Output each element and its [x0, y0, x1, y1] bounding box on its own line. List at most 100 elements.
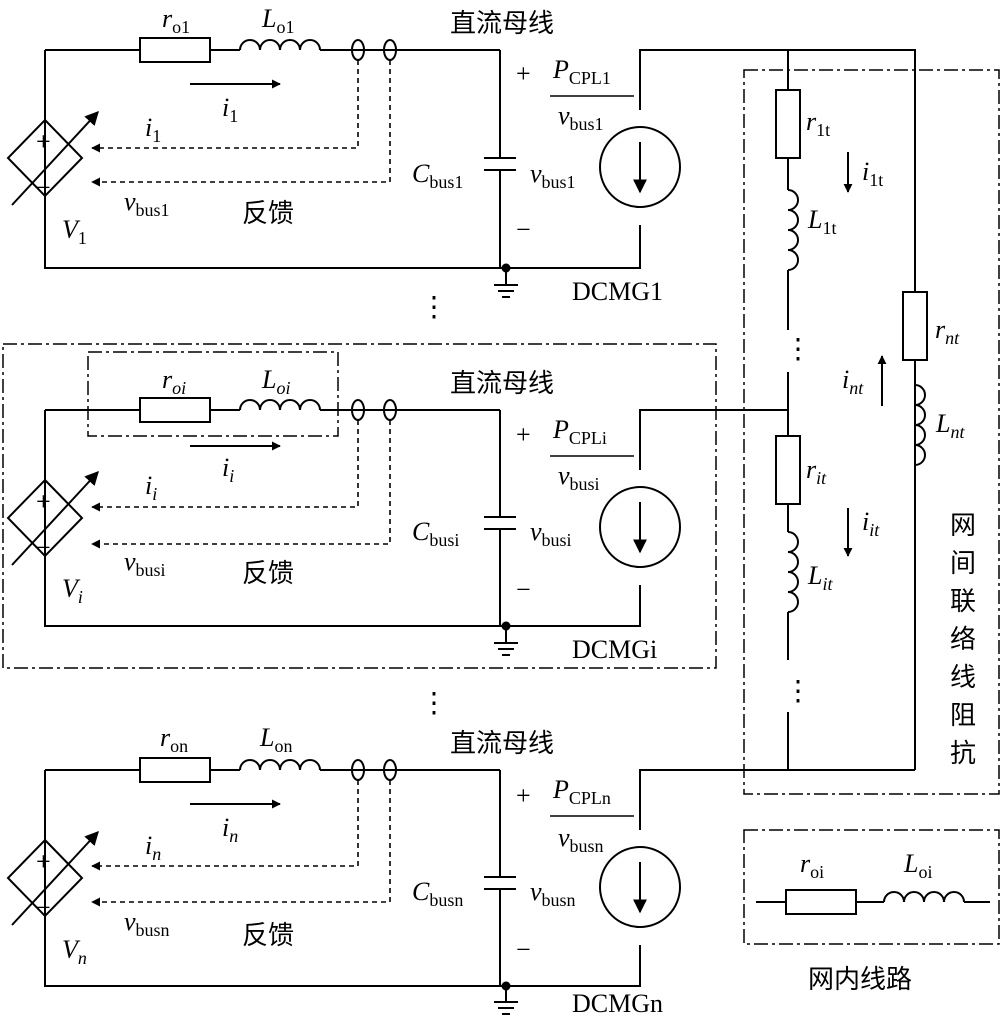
- label-ii-feedback: ii: [145, 471, 157, 504]
- controlled-source-i: [6, 478, 84, 558]
- label-Cbusi: Cbusi: [412, 517, 459, 550]
- source-resistor-i: [139, 397, 211, 423]
- cpl-source-i: [599, 486, 681, 568]
- svg-text:阻: 阻: [950, 701, 976, 731]
- dcmg1-label: DCMG1: [572, 277, 663, 306]
- feedback-label-1: 反馈: [242, 199, 294, 229]
- label-vbusi-feedback: vbusi: [124, 547, 166, 580]
- label-i1t: i1t: [862, 157, 883, 190]
- dcmgn-label: DCMGn: [572, 989, 663, 1018]
- ground-icon-i: [494, 626, 518, 656]
- label-r-o1: ro1: [162, 4, 190, 37]
- controlled-source-n: [6, 838, 84, 918]
- cpl-source-1: [599, 126, 681, 208]
- legend-label-L: Loi: [903, 849, 932, 882]
- svg-text:联: 联: [950, 587, 976, 617]
- legend-box: [743, 829, 1000, 945]
- vdots-tie-1: ⋮: [784, 334, 812, 365]
- cap-minus-i: −: [516, 575, 531, 604]
- dcmgi-label: DCMGi: [572, 635, 657, 664]
- label-vbusn-cap: vbusn: [530, 877, 576, 910]
- dcmg-1: [6, 37, 916, 768]
- label-rit: rit: [806, 455, 827, 488]
- label-i1-arrow: i1: [222, 93, 238, 126]
- label-Pcpli: PCPLi: [552, 415, 607, 448]
- source-inductor-n: [239, 759, 321, 771]
- cap-plus-i: +: [516, 420, 531, 449]
- label-vbusi-cap: vbusi: [530, 517, 572, 550]
- vdots-1: ⋮: [420, 292, 448, 323]
- label-L-oi: Loi: [261, 365, 290, 398]
- cap-minus-1: −: [516, 215, 531, 244]
- tie-line-network: [775, 49, 928, 770]
- tie-inductor-i: [787, 531, 799, 613]
- tie-line-caption: 网 间 联 络 线 阻 抗: [950, 511, 976, 769]
- label-Lnt: Lnt: [935, 409, 965, 442]
- label-in-arrow: in: [222, 813, 238, 846]
- source-minus-1: −: [36, 173, 51, 202]
- label-iit: iit: [862, 507, 880, 540]
- source-inductor-1: [239, 39, 321, 51]
- source-minus-i: −: [36, 533, 51, 562]
- ground-icon-1: [494, 268, 518, 298]
- label-r-oi: roi: [162, 365, 186, 398]
- tie-resistor-n: [902, 291, 928, 361]
- dcmg-n: [6, 757, 915, 1015]
- label-Pcpl1: PCPL1: [552, 55, 611, 88]
- label-in-feedback: in: [145, 831, 161, 864]
- svg-text:抗: 抗: [950, 739, 976, 769]
- source-resistor-1: [139, 37, 211, 63]
- dcmg-i: [6, 397, 788, 656]
- source-plus-n: +: [36, 847, 51, 876]
- legend-inductor: [883, 891, 965, 903]
- bus-title-1: 直流母线: [450, 9, 554, 39]
- label-Lit: Lit: [807, 561, 833, 594]
- cap-plus-1: +: [516, 59, 531, 88]
- controlled-source-1: [6, 118, 84, 198]
- label-V1: V1: [62, 215, 87, 248]
- label-Cbusn: Cbusn: [412, 877, 463, 910]
- svg-text:间: 间: [950, 549, 976, 579]
- vdots-2: ⋮: [420, 688, 448, 719]
- label-ii-arrow: ii: [222, 453, 234, 486]
- label-rnt: rnt: [935, 315, 960, 348]
- label-vbus1-cap: vbus1: [530, 159, 576, 192]
- legend-line: [756, 889, 990, 915]
- cpl-source-n: [599, 846, 681, 928]
- tie-resistor-i: [775, 435, 801, 505]
- source-plus-i: +: [36, 487, 51, 516]
- label-vbus1-feedback: vbus1: [124, 187, 170, 220]
- source-inductor-i: [239, 399, 321, 411]
- bus-title-i: 直流母线: [450, 369, 554, 399]
- feedback-label-n: 反馈: [242, 921, 294, 951]
- tie-inductor-n: [914, 384, 926, 466]
- bus-title-n: 直流母线: [450, 729, 554, 759]
- svg-text:络: 络: [950, 625, 976, 655]
- tie-line-boundary: [743, 69, 1000, 795]
- svg-text:线: 线: [950, 663, 976, 693]
- label-Vn: Vn: [62, 935, 87, 968]
- label-Vi: Vi: [62, 574, 83, 607]
- cap-minus-n: −: [516, 935, 531, 964]
- legend-caption: 网内线路: [808, 965, 912, 995]
- legend-label-r: roi: [800, 849, 824, 882]
- tie-resistor-1: [775, 89, 801, 159]
- source-plus-1: +: [36, 127, 51, 156]
- source-minus-n: −: [36, 893, 51, 922]
- label-i1-feedback: i1: [145, 113, 161, 146]
- tie-inductor-1: [787, 189, 799, 271]
- legend-resistor: [785, 889, 857, 915]
- dcmg-i-boundary: [2, 343, 717, 669]
- label-vbusi-frac: vbusi: [558, 461, 600, 494]
- intra-line-box-i: [87, 351, 339, 437]
- vdots-tie-2: ⋮: [784, 676, 812, 707]
- label-Cbus1: Cbus1: [412, 159, 463, 192]
- label-vbusn-feedback: vbusn: [124, 907, 170, 940]
- source-resistor-n: [139, 757, 211, 783]
- label-Pcpln: PCPLn: [552, 775, 611, 808]
- label-L-o1: Lo1: [261, 4, 294, 37]
- feedback-label-i: 反馈: [242, 559, 294, 589]
- cap-plus-n: +: [516, 781, 531, 810]
- label-int: int: [842, 365, 864, 398]
